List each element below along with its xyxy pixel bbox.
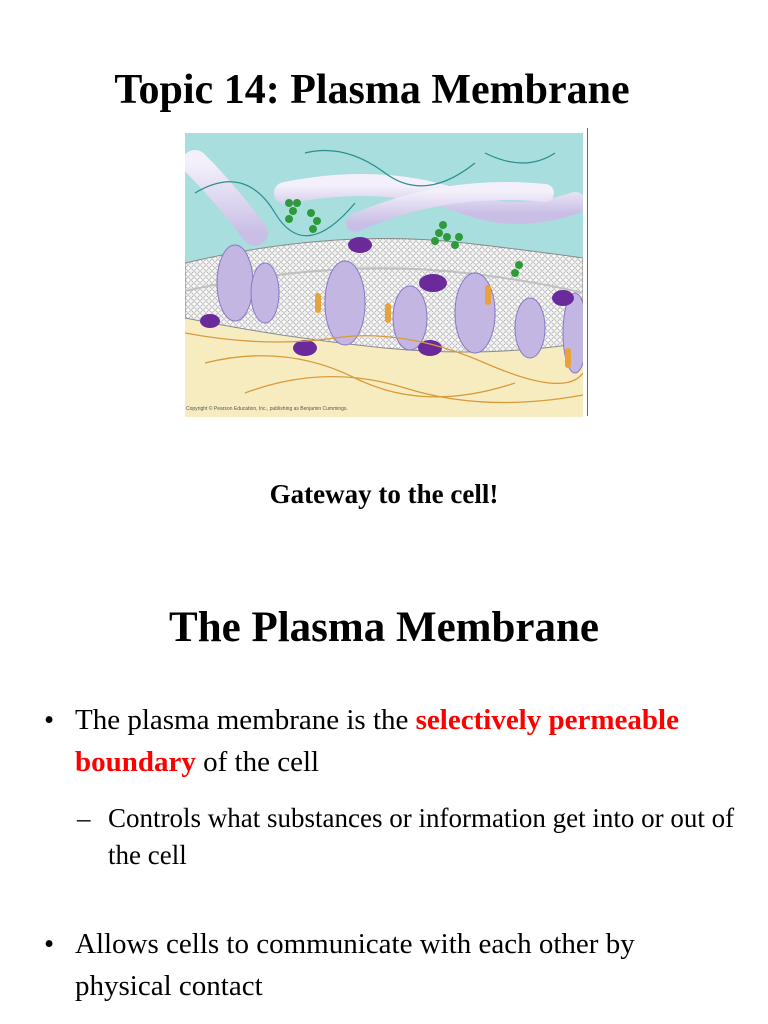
- bullet-text: The plasma membrane is the: [75, 704, 416, 736]
- highlighted-term: selectively permeable boundary: [75, 704, 679, 778]
- cholesterol: [315, 285, 571, 368]
- slide-title: Topic 14: Plasma Membrane: [114, 67, 630, 113]
- bullet-text: Allows cells to communicate with each ot…: [75, 928, 635, 1002]
- bullet-item: • Allows cells to communicate with each …: [44, 923, 715, 1007]
- bullet-marker: •: [44, 704, 55, 736]
- sub-bullet-item: – Controls what substances or informatio…: [77, 800, 738, 874]
- bullet-marker: •: [44, 928, 55, 960]
- figure-border: [587, 128, 588, 416]
- carbohydrate-chains: [285, 199, 523, 277]
- plasma-membrane-illustration: [185, 133, 583, 417]
- bullet-item: • The plasma membrane is the selectively…: [44, 699, 695, 783]
- sub-bullet-text: Controls what substances or information …: [108, 803, 735, 870]
- cytoskeleton: [185, 332, 583, 404]
- sub-bullet-marker: –: [77, 803, 91, 833]
- section-heading: The Plasma Membrane: [169, 604, 599, 651]
- peripheral-proteins: [200, 237, 574, 356]
- matrix-fiber: [185, 150, 268, 246]
- subtitle: Gateway to the cell!: [269, 479, 499, 509]
- figure-credit: Copyright © Pearson Education, Inc., pub…: [186, 406, 348, 412]
- bullet-text: of the cell: [195, 746, 320, 778]
- matrix-fiber: [346, 182, 554, 232]
